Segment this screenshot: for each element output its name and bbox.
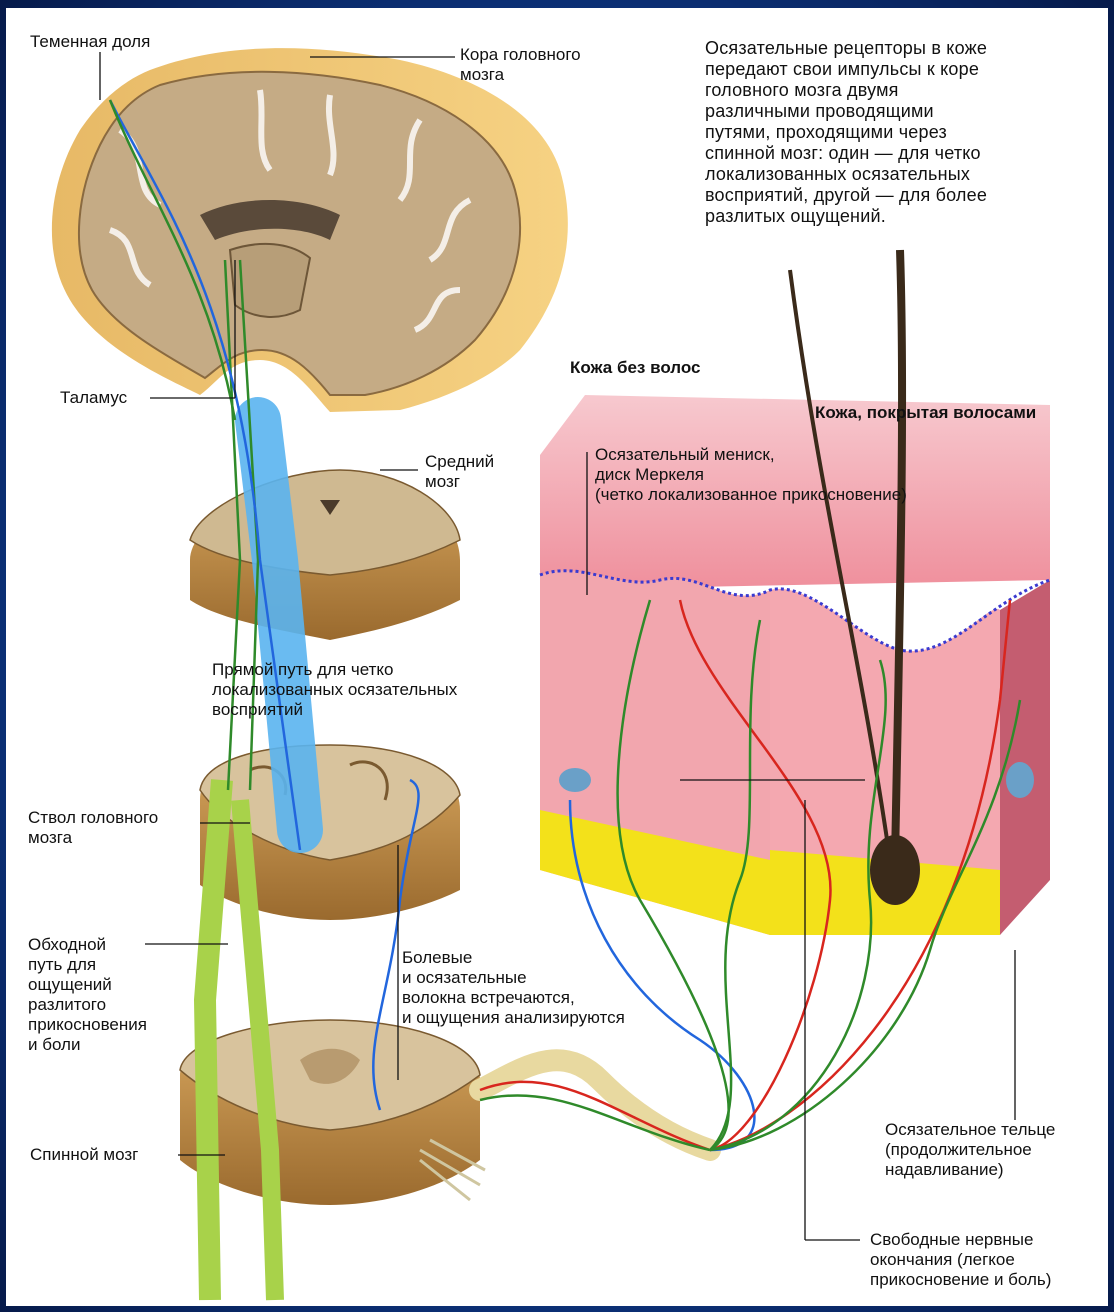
description-text: Осязательные рецепторы в коже передают с… xyxy=(705,38,1085,227)
merkel-disc-label: Осязательный мениск, диск Меркеля (четко… xyxy=(595,445,907,505)
skin-block xyxy=(540,250,1050,935)
hairless-skin-label: Кожа без волос xyxy=(570,358,700,378)
brain-section xyxy=(52,48,568,412)
brainstem-label: Ствол головного мозга xyxy=(28,808,158,848)
direct-path-label: Прямой путь для четко локализованных ося… xyxy=(212,660,457,720)
thalamus-label: Таламус xyxy=(60,388,127,408)
cortex-label: Кора головного мозга xyxy=(460,45,581,85)
parietal-lobe-label: Теменная доля xyxy=(30,32,150,52)
tactile-corpuscle-label: Осязательное тельце (продолжительное над… xyxy=(885,1120,1055,1180)
pain-fibers-label: Болевые и осязательные волокна встречают… xyxy=(402,948,625,1028)
bypass-path-label: Обходной путь для ощущений разлитого при… xyxy=(28,935,147,1055)
hairy-skin-label: Кожа, покрытая волосами xyxy=(815,403,1036,423)
free-nerve-endings-label: Свободные нервные окончания (легкое прик… xyxy=(870,1230,1051,1290)
midbrain-label: Средний мозг xyxy=(425,452,494,492)
spinal-cord-label: Спинной мозг xyxy=(30,1145,138,1165)
midbrain-section xyxy=(190,470,460,640)
